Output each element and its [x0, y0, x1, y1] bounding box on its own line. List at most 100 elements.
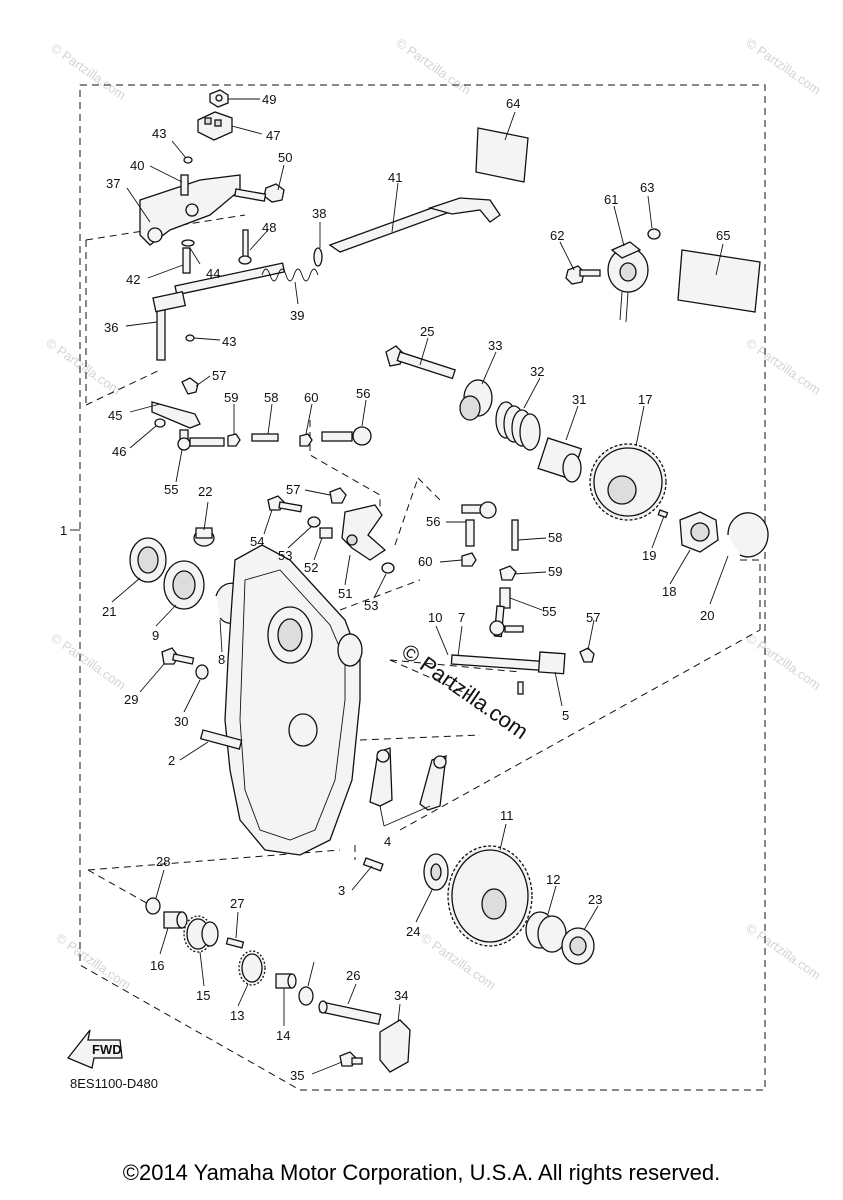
washer-icon	[298, 986, 314, 1006]
watermark: © Partzilla.com	[743, 35, 823, 98]
needle-bearing-icon	[525, 911, 567, 953]
part-number: 55	[164, 482, 178, 497]
part-number: 51	[338, 586, 352, 601]
part-number: 7	[458, 610, 465, 625]
gear-icon	[183, 915, 219, 953]
collar-icon	[459, 379, 493, 421]
part-number: 4	[384, 834, 391, 849]
washer-icon	[381, 562, 395, 574]
part-number: 54	[250, 534, 264, 549]
part-number: 57	[586, 610, 600, 625]
part-number: 16	[150, 958, 164, 973]
diagram-code: 8ES1100-D480	[70, 1076, 158, 1091]
nut-icon	[461, 552, 477, 567]
screw-icon	[238, 229, 252, 265]
part-number: 15	[196, 988, 210, 1003]
part-number: 28	[156, 854, 170, 869]
lever-icon	[152, 262, 286, 361]
part-number: 36	[104, 320, 118, 335]
part-number: 37	[106, 176, 120, 191]
part-number: 40	[130, 158, 144, 173]
part-number: 58	[264, 390, 278, 405]
part-number: 59	[224, 390, 238, 405]
copyright-notice: ©2014 Yamaha Motor Corporation, U.S.A. A…	[122, 1160, 721, 1185]
watermark: © Partzilla.com	[43, 335, 123, 398]
part-number: 60	[418, 554, 432, 569]
bolt-icon	[339, 1051, 363, 1067]
part-number: 47	[266, 128, 280, 143]
part-number: 26	[346, 968, 360, 983]
label-icon	[475, 127, 529, 183]
watermark: © Partzilla.com	[48, 630, 128, 693]
nut-icon	[227, 433, 241, 447]
oil-seal-icon	[129, 537, 167, 583]
spring-icon	[225, 937, 245, 949]
part-number: 41	[388, 170, 402, 185]
grommet-icon	[193, 527, 215, 547]
part-number: 38	[312, 206, 326, 221]
part-number: 59	[548, 564, 562, 579]
circlip-icon	[727, 512, 769, 558]
part-number: 49	[262, 92, 276, 107]
ball-joint-icon	[177, 429, 225, 451]
watermark: © Partzilla.com	[743, 335, 823, 398]
part-number: 53	[278, 548, 292, 563]
part-number: 2	[168, 753, 175, 768]
part-number: 5	[562, 708, 569, 723]
part-number: 11	[500, 808, 514, 823]
part-number: 44	[206, 266, 220, 281]
washer-icon	[195, 664, 209, 680]
part-number: 9	[152, 628, 159, 643]
nut-icon	[181, 377, 199, 395]
leader-lines	[111, 98, 729, 1075]
nut-icon	[299, 433, 313, 447]
washer-icon	[154, 418, 166, 428]
collar-icon	[163, 911, 188, 929]
washer-icon	[307, 516, 321, 528]
gear-icon	[447, 845, 533, 947]
pin-icon	[180, 174, 189, 196]
nut-icon	[579, 647, 595, 663]
part-number: 50	[278, 150, 292, 165]
fwd-label: FWD	[92, 1042, 122, 1057]
fwd-arrow-icon: FWD	[66, 1029, 123, 1069]
part-number: 46	[112, 444, 126, 459]
pin-icon	[657, 509, 669, 519]
spring-icon	[261, 268, 319, 282]
lever-icon	[151, 401, 201, 429]
part-number: 24	[406, 924, 420, 939]
ball-joint-icon	[461, 501, 497, 547]
part-number: 10	[428, 610, 442, 625]
stud-icon	[511, 519, 519, 551]
switch-icon	[197, 111, 233, 141]
watermark: © Partzilla.com	[53, 930, 133, 993]
gear-icon	[238, 950, 266, 986]
watermark: © Partzilla.com	[48, 40, 128, 103]
part-number: 8	[218, 652, 225, 667]
part-number: 29	[124, 692, 138, 707]
part-number: 21	[102, 604, 116, 619]
part-number: 31	[572, 392, 586, 407]
part-number: 32	[530, 364, 544, 379]
part-number: 56	[356, 386, 370, 401]
grouping-lines	[85, 214, 761, 906]
stud-icon	[251, 433, 279, 442]
label-icon	[677, 249, 761, 313]
part-number: 58	[548, 530, 562, 545]
nut-icon	[499, 565, 517, 581]
part-number: 35	[290, 1068, 304, 1083]
part-number: 33	[488, 338, 502, 353]
assembly-boundary	[79, 84, 766, 1091]
bracket-icon	[139, 174, 241, 246]
washer-icon	[313, 247, 323, 267]
part-number: 64	[506, 96, 520, 111]
part-number: 43	[152, 126, 166, 141]
plate-icon	[379, 1019, 411, 1073]
ball-joint-icon	[489, 587, 524, 638]
part-number: 22	[198, 484, 212, 499]
shaft-icon	[318, 1000, 382, 1026]
nut-icon	[329, 487, 347, 504]
watermark: © Partzilla.com	[743, 920, 823, 983]
bolt-icon	[385, 345, 456, 380]
